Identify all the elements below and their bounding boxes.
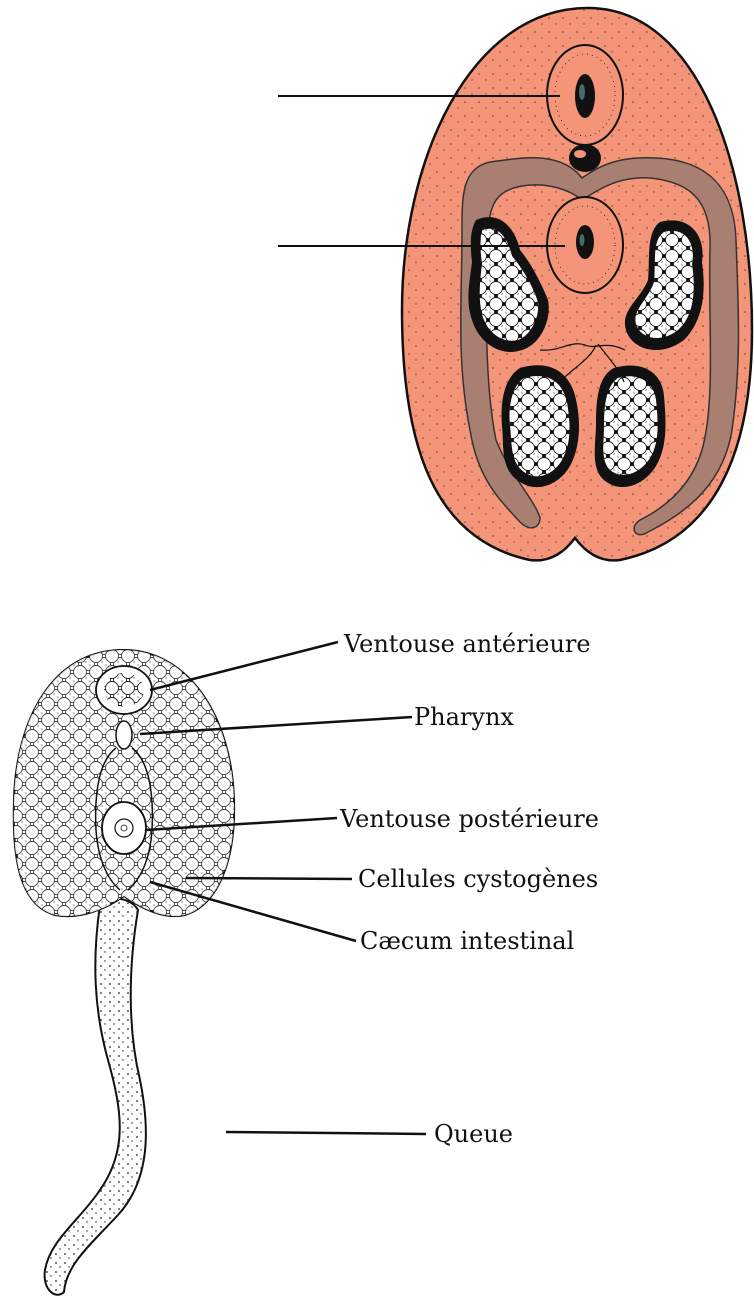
leader-cellules-cystogenes xyxy=(186,878,352,879)
label-queue: Queue xyxy=(434,1120,513,1148)
leader-queue xyxy=(226,1132,426,1134)
label-ventouse-anterieure: Ventouse antérieure xyxy=(343,630,591,658)
cercaria: Ventouse antérieure Pharynx Ventouse pos… xyxy=(14,630,599,1295)
adult-fluke xyxy=(278,8,752,560)
label-caecum-intestinal: Cæcum intestinal xyxy=(360,927,574,955)
pharynx-ball xyxy=(569,144,601,172)
cell-cluster-lower-left xyxy=(502,365,579,487)
label-cellules-cystogenes: Cellules cystogènes xyxy=(358,865,598,893)
leader-ventouse-anterieure xyxy=(150,642,338,690)
label-pharynx: Pharynx xyxy=(414,703,514,731)
cercaria-pharynx xyxy=(116,721,132,749)
label-ventouse-posterieure: Ventouse postérieure xyxy=(339,805,599,833)
